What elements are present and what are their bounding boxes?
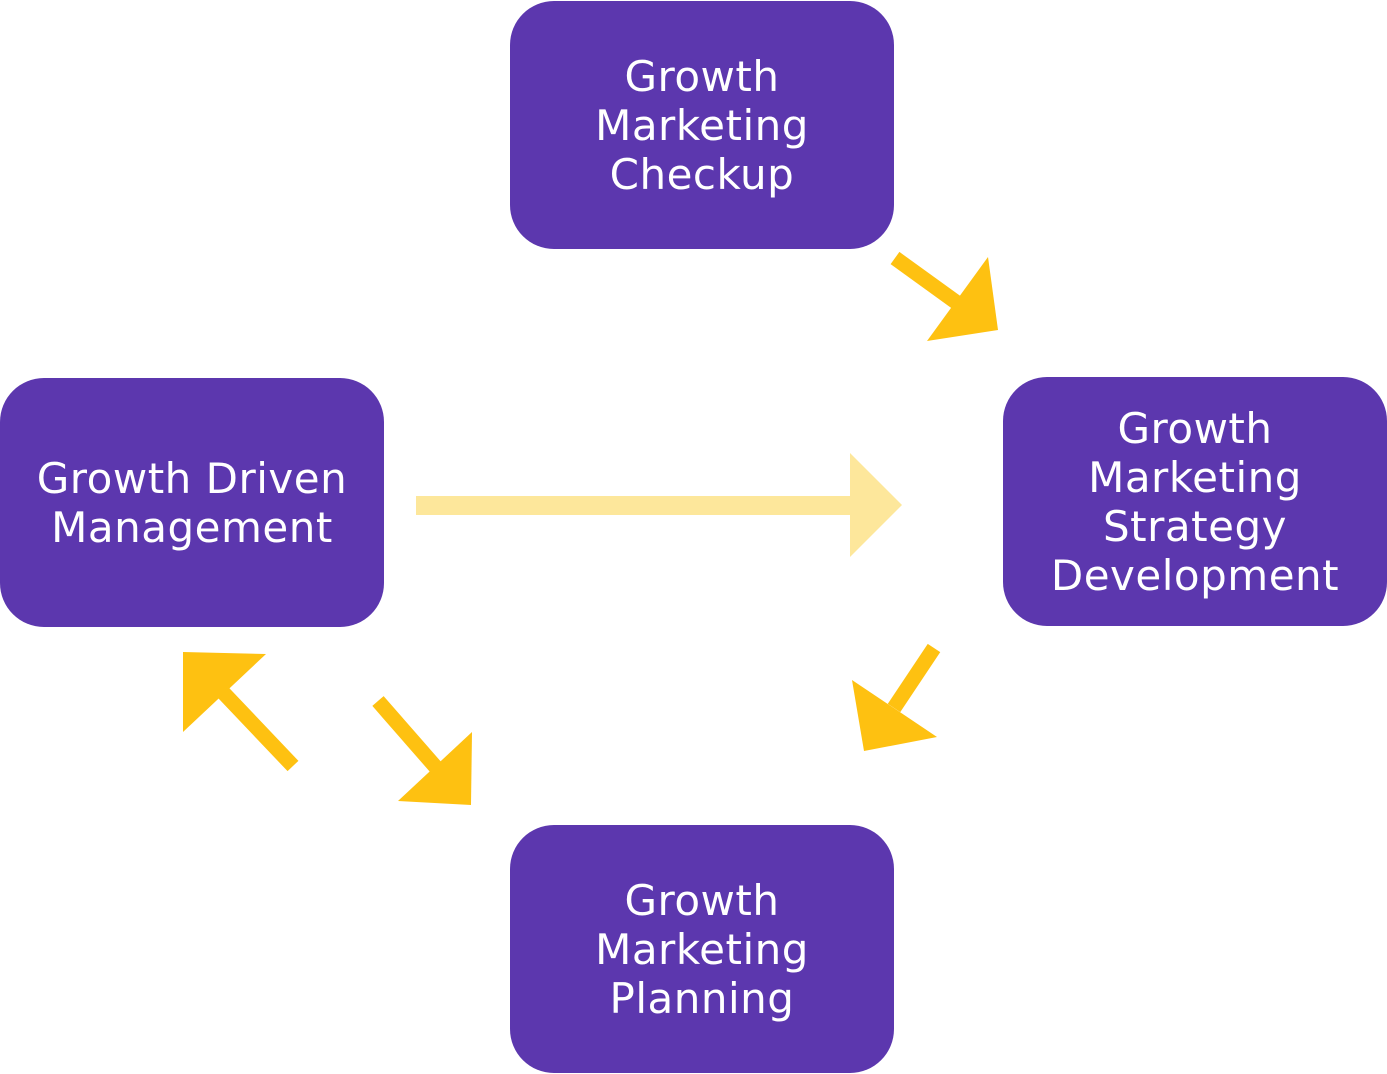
node-label-line: Growth <box>624 875 780 925</box>
node-label-line: Development <box>1050 550 1340 600</box>
arrow-head <box>398 732 472 805</box>
arrow-shaft <box>372 696 446 777</box>
node-label-line: Growth <box>1117 403 1273 453</box>
arrow-head <box>850 453 902 557</box>
node-growth-driven-management: Growth Driven Management <box>0 378 384 627</box>
arrow-head <box>927 257 998 341</box>
node-label-line: Marketing <box>595 924 809 974</box>
arrow-shaft <box>890 251 965 312</box>
arrow-head <box>183 652 266 732</box>
arrow-strategy-to-planning <box>852 643 941 751</box>
node-label-line: Growth Driven <box>36 453 348 503</box>
node-growth-marketing-strategy-development: Growth Marketing Strategy Development <box>1003 377 1387 626</box>
arrow-shaft <box>887 643 941 713</box>
node-label-line: Marketing <box>595 100 809 150</box>
node-label-line: Planning <box>609 973 795 1023</box>
node-label-line: Checkup <box>609 149 795 199</box>
arrow-gdm-to-strategy <box>416 453 902 557</box>
node-growth-marketing-planning: Growth Marketing Planning <box>510 825 894 1073</box>
arrow-shaft <box>416 496 856 515</box>
node-growth-marketing-checkup: Growth Marketing Checkup <box>510 1 894 249</box>
arrow-shaft <box>210 679 299 772</box>
arrow-checkup-to-strategy <box>890 251 998 341</box>
node-label-line: Strategy <box>1103 501 1287 551</box>
node-label-line: Growth <box>624 51 780 101</box>
arrow-head <box>852 680 937 751</box>
node-label-line: Management <box>51 502 333 552</box>
arrow-gdm-to-planning <box>372 696 472 805</box>
node-label-line: Marketing <box>1088 452 1302 502</box>
arrow-planning-to-gdm <box>183 652 299 772</box>
